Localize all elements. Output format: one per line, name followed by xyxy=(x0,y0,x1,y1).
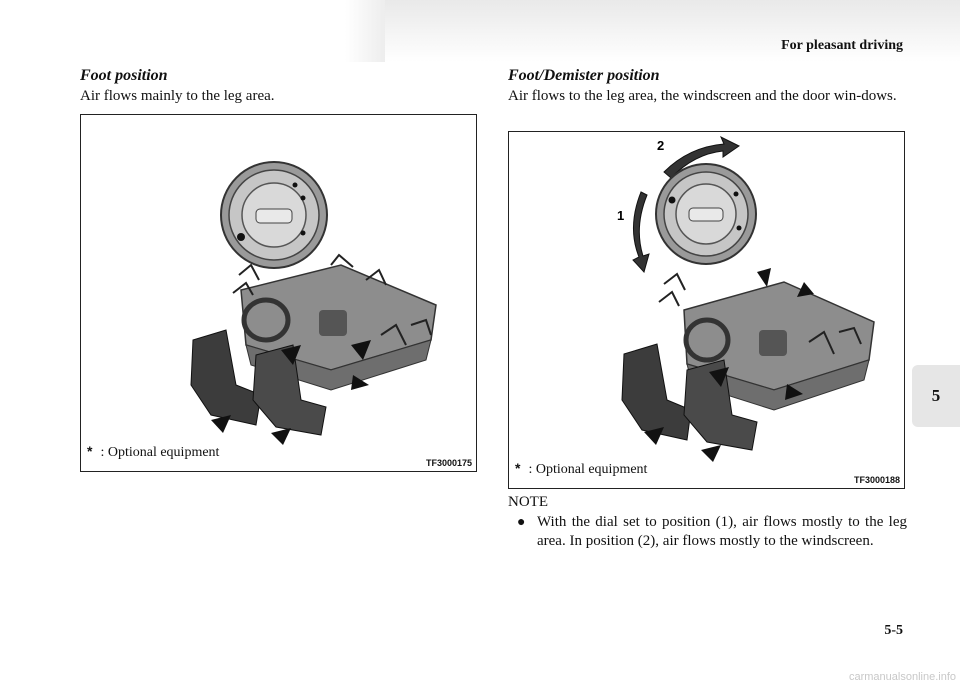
rotation-arrows-icon: 2 1 xyxy=(617,135,740,274)
foot-demister-illustration: 2 1 xyxy=(617,135,875,462)
seats-icon xyxy=(190,329,327,436)
running-head: For pleasant driving xyxy=(781,38,903,53)
watermark: carmanualsonline.info xyxy=(848,671,956,683)
figure-code: TF3000175 xyxy=(425,458,472,468)
seats-icon xyxy=(621,343,758,451)
optional-equipment-legend: * : Optional equipment xyxy=(515,460,647,478)
section-tab: 5 xyxy=(912,365,960,427)
foot-position-text: Air flows mainly to the leg area. xyxy=(80,88,275,104)
foot-position-illustration xyxy=(190,161,437,445)
mode-dial-icon xyxy=(220,161,328,269)
position-1-label: 1 xyxy=(617,208,624,223)
foot-demister-text: Air flows to the leg area, the windscree… xyxy=(508,88,897,104)
foot-position-figure: * : Optional equipment TF3000175 xyxy=(80,114,477,472)
section-number: 5 xyxy=(931,386,941,405)
position-2-label: 2 xyxy=(657,138,664,153)
note-label: NOTE xyxy=(508,494,548,510)
foot-demister-figure: 2 1 xyxy=(508,131,905,489)
windscreen-arrows-icon xyxy=(644,268,814,462)
asterisk-icon: * xyxy=(515,460,521,476)
header-band xyxy=(345,0,960,62)
asterisk-icon: * xyxy=(87,443,93,459)
foot-position-heading: Foot position xyxy=(80,67,168,84)
mode-dial-icon xyxy=(655,163,757,265)
bullet-icon: ● xyxy=(517,515,526,530)
airflow-arrows-icon xyxy=(232,253,432,346)
figure-code: TF3000188 xyxy=(853,475,900,485)
page-number: 5-5 xyxy=(884,623,903,638)
airflow-arrows-icon xyxy=(658,272,862,355)
foot-arrows-icon xyxy=(211,340,371,445)
legend-text: : Optional equipment xyxy=(100,445,220,460)
legend-text: : Optional equipment xyxy=(528,462,648,477)
note-text: With the dial set to position (1), air f… xyxy=(537,514,907,549)
note-item: ● With the dial set to position (1), air… xyxy=(517,513,909,553)
optional-equipment-legend: * : Optional equipment xyxy=(87,443,219,461)
foot-demister-heading: Foot/Demister position xyxy=(508,67,660,84)
